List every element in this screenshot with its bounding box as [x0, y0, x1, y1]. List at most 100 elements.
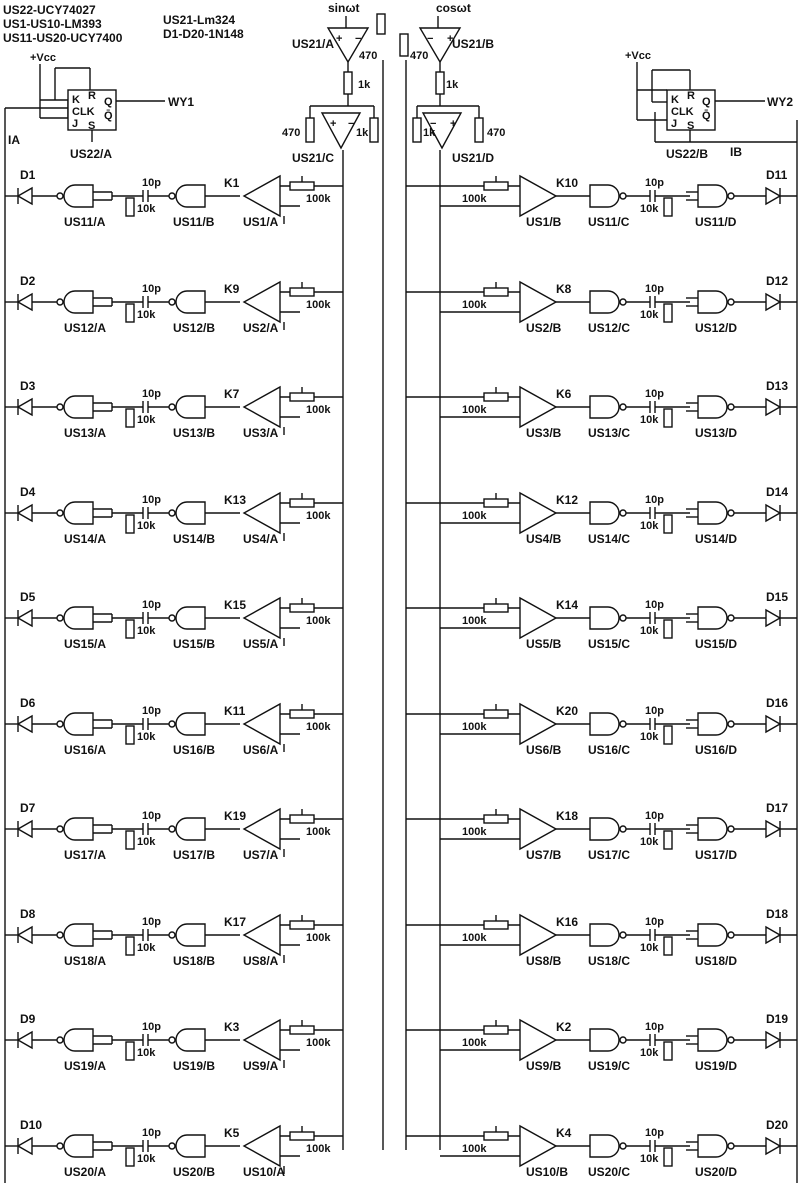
potentiometer — [483, 1025, 509, 1035]
flipflop-us22-b: +Vcc K CLK J R S Q Q̄ WY2 US22/B — [625, 50, 797, 161]
bus-lines — [4, 60, 798, 1183]
gate-label: US19/B — [173, 1059, 215, 1073]
resistor-label: 10k — [137, 731, 156, 743]
inversion-bubble — [619, 614, 627, 622]
inversion-bubble — [619, 192, 627, 200]
diode-label: D17 — [766, 801, 788, 815]
nand-gate — [175, 923, 206, 947]
inversion-bubble — [168, 931, 176, 939]
diode — [765, 608, 782, 628]
inversion-bubble — [168, 509, 176, 517]
k-label: K2 — [556, 1020, 572, 1034]
opamp-label: US21/C — [292, 151, 334, 165]
svg-text:+: + — [336, 33, 342, 45]
nand-gate — [697, 1134, 728, 1158]
diode — [765, 186, 782, 206]
nand-gate — [63, 395, 94, 419]
resistor — [663, 619, 673, 639]
comparator — [519, 1018, 558, 1062]
nand-gate — [63, 184, 94, 208]
capacitor-label: 10p — [142, 283, 161, 295]
potentiometer — [289, 498, 315, 508]
nand-gate — [589, 712, 620, 736]
potentiometer — [289, 1025, 315, 1035]
capacitor-label: 10p — [645, 1021, 664, 1033]
component-legend: US22-UCY74027 US1-US10-LM393 US11-US20-U… — [3, 3, 244, 45]
inversion-bubble — [56, 509, 64, 517]
comparator — [519, 913, 558, 957]
gate-label: US14/B — [173, 532, 215, 546]
resistor-label: 10k — [137, 625, 156, 637]
gate-label: US17/A — [64, 848, 106, 862]
k-label: K12 — [556, 493, 578, 507]
resistor — [376, 13, 386, 35]
gate-label: US13/A — [64, 426, 106, 440]
wy1-label: WY1 — [168, 95, 194, 109]
k-label: K6 — [556, 387, 572, 401]
pot-label: 100k — [462, 404, 487, 416]
gate-label: US14/C — [588, 532, 630, 546]
inversion-bubble — [727, 298, 735, 306]
svg-text:R: R — [687, 90, 695, 102]
svg-text:−: − — [430, 118, 436, 130]
diode-label: D19 — [766, 1012, 788, 1026]
gate-label: US13/C — [588, 426, 630, 440]
svg-text:Q: Q — [702, 96, 711, 108]
inversion-bubble — [727, 720, 735, 728]
channel-rows: D1US11/A10p10kUS11/BK1100kUS1/A100kUS1/B… — [5, 168, 797, 1179]
channel-row: D2US12/A10p10kUS12/BK9100kUS2/A100kUS2/B… — [5, 274, 797, 335]
k-label: K15 — [224, 598, 246, 612]
inversion-bubble — [619, 720, 627, 728]
pot-label: 100k — [306, 721, 331, 733]
svg-text:470: 470 — [487, 127, 505, 139]
comparator-label: US5/B — [526, 637, 562, 651]
resistor — [369, 117, 379, 143]
gate-label: US17/B — [173, 848, 215, 862]
gate-label: US16/C — [588, 743, 630, 757]
diode — [765, 503, 782, 523]
inversion-bubble — [56, 1036, 64, 1044]
diode-label: D6 — [20, 696, 36, 710]
comparator — [242, 1124, 281, 1168]
gate-label: US18/B — [173, 954, 215, 968]
inversion-bubble — [619, 931, 627, 939]
nand-gate — [589, 606, 620, 630]
pot-label: 100k — [306, 932, 331, 944]
nand-gate — [589, 184, 620, 208]
comparator-label: US3/B — [526, 426, 562, 440]
resistor-label: 10k — [137, 1047, 156, 1059]
resistor — [343, 71, 353, 95]
legend-line: US21-Lm324 — [163, 13, 235, 27]
flipflop-name: US22/A — [70, 147, 112, 161]
gate-label: US16/D — [695, 743, 737, 757]
comparator — [242, 385, 281, 429]
k-label: K8 — [556, 282, 572, 296]
capacitor-label: 10p — [142, 177, 161, 189]
potentiometer — [483, 1131, 509, 1141]
comparator — [519, 280, 558, 324]
nand-gate — [589, 923, 620, 947]
svg-text:−: − — [355, 33, 361, 45]
ib-label: IB — [730, 145, 742, 159]
svg-text:S: S — [88, 120, 95, 132]
nand-gate — [63, 1134, 94, 1158]
resistor-label: 10k — [137, 942, 156, 954]
inversion-bubble — [56, 403, 64, 411]
diode-label: D7 — [20, 801, 36, 815]
gate-label: US11/D — [695, 215, 737, 229]
pot-label: 100k — [306, 615, 331, 627]
comparator-label: US4/A — [243, 532, 279, 546]
cos-label: cosωt — [436, 1, 471, 15]
svg-text:J: J — [671, 118, 677, 130]
diode — [16, 1136, 33, 1156]
comparator-label: US2/B — [526, 321, 562, 335]
us21-network: sinωt cosωt + − US21/A 470 1k − + US21/B… — [282, 1, 505, 165]
diode — [765, 292, 782, 312]
comparator-label: US2/A — [243, 321, 279, 335]
resistor-label: 10k — [137, 836, 156, 848]
svg-text:+: + — [447, 33, 453, 45]
potentiometer — [483, 287, 509, 297]
capacitor-label: 10p — [142, 388, 161, 400]
gate-label: US12/B — [173, 321, 215, 335]
resistor-label: 10k — [640, 1153, 659, 1165]
